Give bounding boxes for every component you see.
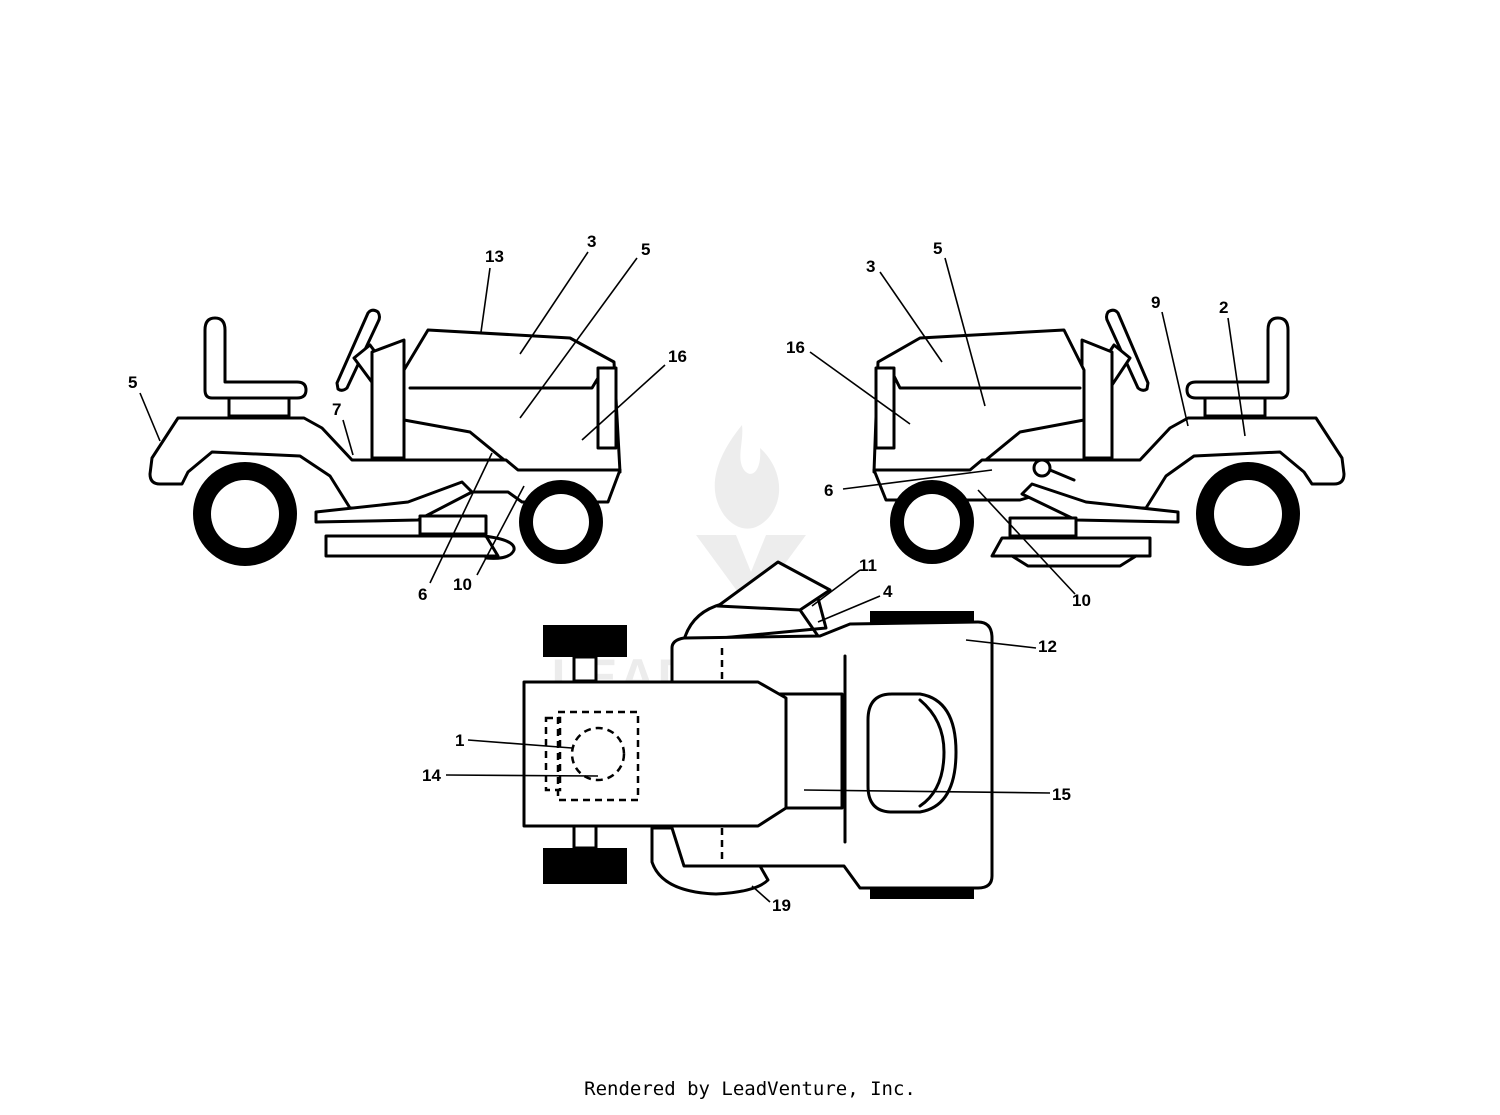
right-rear-fender: [872, 416, 1346, 512]
callout-7-left: 7: [332, 400, 341, 419]
right-seat-post: [1203, 396, 1267, 418]
right-dash-tower: [1080, 338, 1114, 460]
callout-15-top: 15: [1052, 785, 1071, 804]
leadventure-flame-logo-icon: [714, 425, 780, 529]
callout-5-left-rear: 5: [128, 373, 137, 392]
left-grille: [596, 366, 618, 450]
top-seat: [866, 692, 958, 814]
callout-16-right: 16: [786, 338, 805, 357]
callout-5-right: 5: [933, 239, 942, 258]
right-hood: [872, 328, 1086, 474]
callout-10-right: 10: [1072, 591, 1091, 610]
callout-9-right: 9: [1151, 293, 1160, 312]
callout-6-left: 6: [418, 585, 427, 604]
right-deck-chute: [1010, 554, 1138, 568]
callout-14-top: 14: [422, 766, 441, 785]
left-deck-chute: [482, 534, 516, 560]
callout-19-top: 19: [772, 896, 791, 915]
right-grille: [874, 366, 896, 450]
left-seat-post: [227, 396, 291, 418]
callout-11-top: 11: [859, 556, 877, 575]
callout-3-left: 3: [587, 232, 596, 251]
left-hood: [402, 328, 622, 474]
top-engine-cap-outline: [570, 726, 626, 782]
callout-6-right: 6: [824, 481, 833, 500]
left-steering-wheel: [335, 308, 381, 392]
callout-16-left: 16: [668, 347, 687, 366]
right-footrest: [1020, 482, 1180, 524]
right-lift-knob: [1032, 458, 1052, 478]
leadventure-v-logo-icon: [696, 535, 806, 610]
right-mower-deck: [990, 536, 1152, 558]
left-rear-fender: [148, 416, 622, 510]
callout-1-top: 1: [455, 731, 464, 750]
rendered-by-credit: Rendered by LeadVenture, Inc.: [584, 1078, 916, 1100]
left-footrest: [314, 480, 474, 524]
top-front-tire-upper: [543, 625, 627, 657]
left-mower-deck: [324, 534, 500, 558]
top-deck-lobe: [650, 826, 770, 896]
right-steering-wheel: [1105, 308, 1150, 392]
top-engine-outline: [556, 710, 640, 802]
top-discharge-chute: [716, 560, 832, 612]
top-hood: [522, 680, 788, 828]
top-front-tire-lower: [543, 848, 627, 884]
top-view: 11 4 12 1 14 15 19: [422, 556, 1071, 915]
left-seat-back: [203, 316, 308, 400]
left-side-view: 13 3 5 16 5 7 6 10: [128, 232, 687, 604]
left-dash-tower: [370, 338, 406, 460]
callout-12-top: 12: [1038, 637, 1057, 656]
right-side-view: 3 5 16 9 2 6 10: [786, 239, 1346, 610]
callout-2-right: 2: [1219, 298, 1228, 317]
callout-4-top: 4: [883, 582, 893, 601]
callout-3-right: 3: [866, 257, 875, 276]
callout-10-left: 10: [453, 575, 472, 594]
callout-13-left: 13: [485, 247, 504, 266]
callout-5-left-hood: 5: [641, 240, 650, 259]
